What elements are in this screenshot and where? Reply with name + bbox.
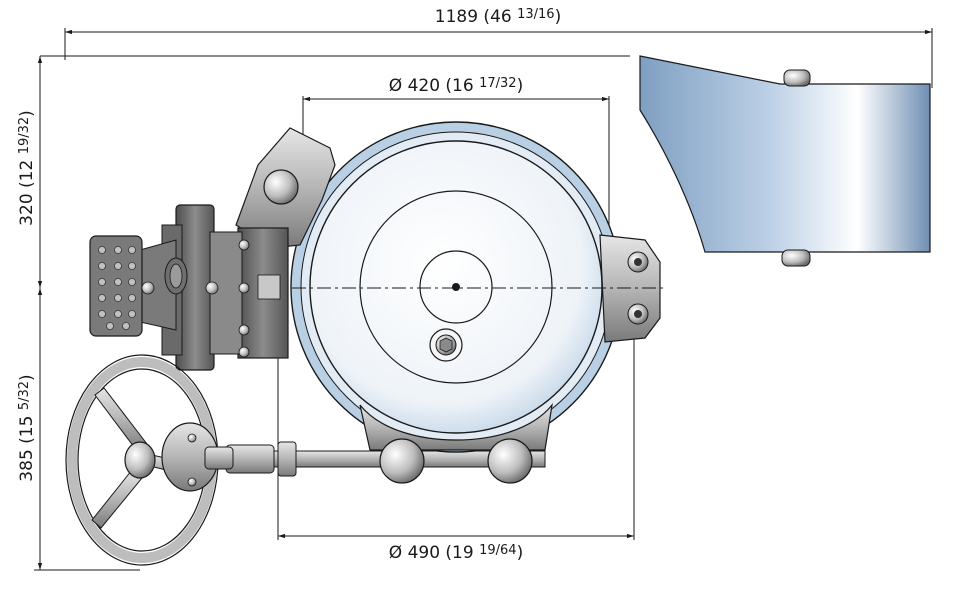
shaft-collar <box>277 441 297 477</box>
inner-diameter-label: Ø 420 (16 17/32) <box>389 76 523 96</box>
overall-width-label: 1189 (46 13/16) <box>435 7 561 27</box>
lower-height-label: 385 (15 5/32) <box>17 374 37 481</box>
upper-shroud <box>639 55 931 267</box>
shroud-bottom-bolt-icon <box>781 249 811 267</box>
upper-height-label: 320 (12 19/32) <box>17 110 37 226</box>
bottom-bracket <box>359 402 553 484</box>
arm-pivot-bolt-icon <box>263 169 299 205</box>
outer-diameter-label: Ø 490 (19 19/64) <box>389 543 523 563</box>
valve-disc <box>290 121 622 453</box>
top-arm-bracket <box>235 127 336 249</box>
left-roller-icon <box>379 438 425 484</box>
dimension-lines <box>34 28 933 571</box>
gearbox-end-cap <box>89 235 155 337</box>
handwheel <box>65 354 234 566</box>
right-roller-icon <box>487 438 533 484</box>
shroud-top-bolt-icon <box>783 69 811 87</box>
handwheel-hub-icon <box>124 441 156 479</box>
gearbox <box>139 204 289 371</box>
